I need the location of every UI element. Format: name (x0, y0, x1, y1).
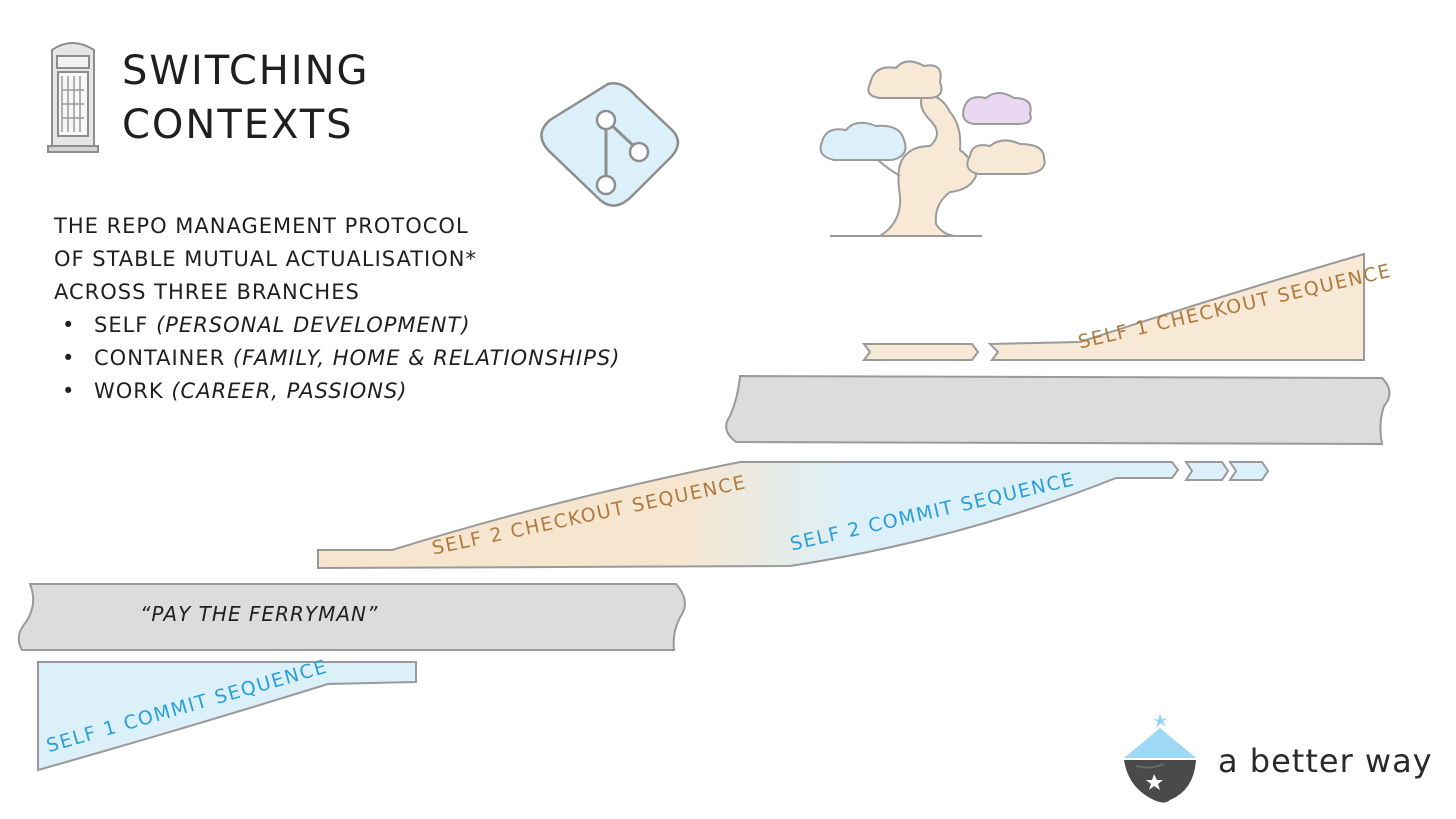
description-line-2: OF STABLE MUTUAL ACTUALISATION* (54, 247, 477, 271)
bonsai-tree-icon (819, 60, 1046, 237)
branch-note: (PERSONAL DEVELOPMENT) (156, 313, 471, 337)
self1-commit-shape (37, 661, 417, 772)
description-line-3: ACROSS THREE BRANCHES (54, 280, 360, 304)
page-title: SWITCHING CONTEXTS (122, 44, 370, 152)
self2-ribbon (317, 461, 1180, 570)
branch-arrows (1184, 461, 1270, 481)
lower-grey-band (17, 583, 686, 651)
branch-item-work: WORK (CAREER, PASSIONS) (54, 375, 620, 408)
description: THE REPO MANAGEMENT PROTOCOL OF STABLE M… (54, 210, 620, 408)
title-line-2: CONTEXTS (122, 102, 354, 148)
mountain-logo-icon (1124, 714, 1196, 803)
branch-note: (CAREER, PASSIONS) (171, 379, 408, 403)
branch-label: WORK (94, 379, 164, 403)
branch-label: CONTAINER (94, 346, 226, 370)
branch-item-self: SELF (PERSONAL DEVELOPMENT) (54, 309, 620, 342)
upper-grey-band (725, 374, 1391, 446)
branch-item-container: CONTAINER (FAMILY, HOME & RELATIONSHIPS) (54, 342, 620, 375)
ferryman-label: “PAY THE FERRYMAN” (140, 602, 379, 626)
branch-list: SELF (PERSONAL DEVELOPMENT) CONTAINER (F… (54, 309, 620, 408)
branch-note: (FAMILY, HOME & RELATIONSHIPS) (232, 346, 621, 370)
description-line-1: THE REPO MANAGEMENT PROTOCOL (54, 214, 469, 238)
branch-label: SELF (94, 313, 149, 337)
phone-box-icon (47, 42, 99, 153)
git-branch-icon (540, 82, 680, 207)
title-line-1: SWITCHING (122, 48, 370, 94)
brand-name: a better way (1218, 742, 1433, 780)
self1-checkout-shape (862, 252, 1365, 361)
